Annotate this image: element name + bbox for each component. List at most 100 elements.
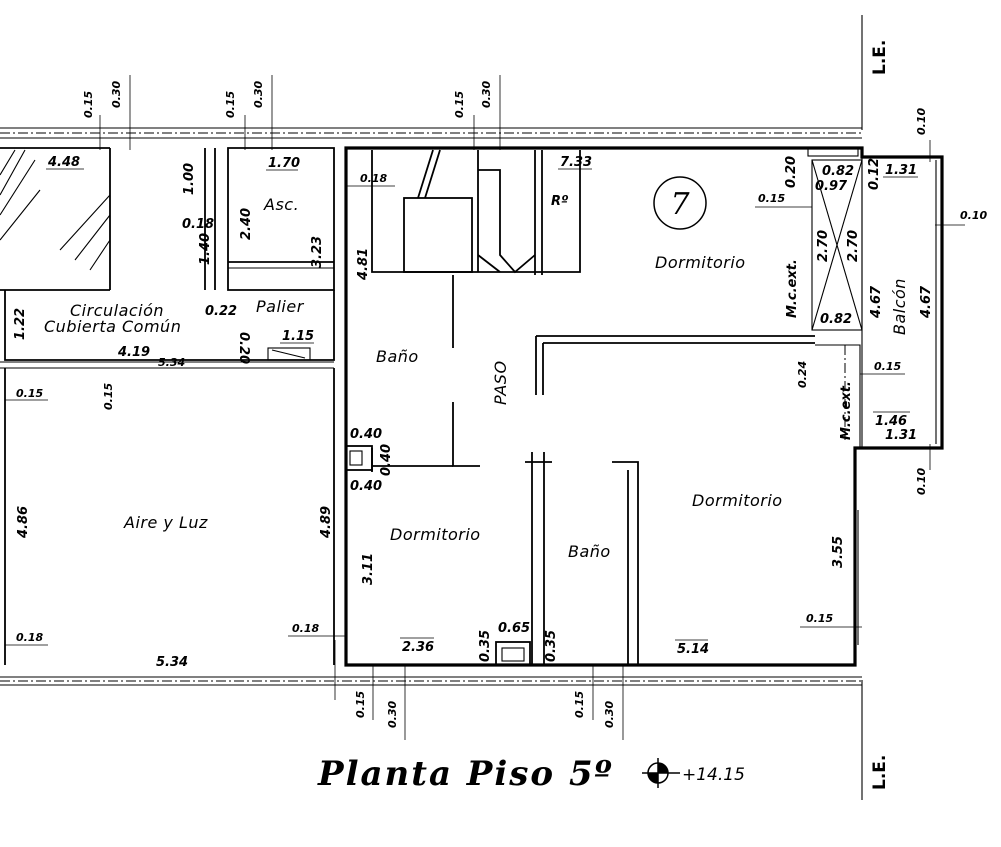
dim-bot-015b: 0.15 — [573, 691, 586, 718]
top-ticks — [99, 75, 624, 740]
dim-082a: 0.82 — [822, 164, 854, 179]
dim-015d: 0.15 — [874, 360, 901, 373]
dim-481: 4.81 — [356, 248, 371, 281]
window-line-left — [0, 361, 334, 369]
dim-015e: 0.15 — [806, 612, 833, 625]
dim-018d: 0.18 — [292, 622, 319, 635]
dim-040b: 0.40 — [379, 444, 394, 476]
dim-bot-015a: 0.15 — [354, 691, 367, 718]
stair-line-4 — [477, 254, 501, 273]
mc-ext-box — [811, 159, 863, 331]
shaft-bottom — [495, 641, 531, 666]
unit-number: 7 — [670, 187, 690, 222]
dim-020b: 0.20 — [236, 332, 251, 364]
dim-270b: 2.70 — [846, 230, 861, 262]
wall-bano-center-left — [531, 452, 545, 665]
dim-534a: 5.34 — [158, 356, 185, 369]
room-circulacion: Circulación — [70, 301, 164, 320]
left-stair-lines — [0, 149, 111, 271]
dim-240: 2.40 — [239, 208, 254, 240]
dim-top-015a: 0.15 — [82, 91, 95, 118]
dim-010a: 0.10 — [915, 108, 928, 135]
label-mc-ext-1: M.c.ext. — [785, 259, 800, 318]
le-label-bottom: L.E. — [870, 755, 890, 790]
shaft-wall — [204, 148, 216, 290]
dim-131a: 1.31 — [885, 163, 917, 178]
stair-landing — [403, 197, 473, 273]
wall-bano-center-right — [612, 461, 639, 665]
dim-514: 5.14 — [677, 642, 709, 657]
dim-035b: 0.35 — [544, 630, 559, 662]
dim-323: 3.23 — [310, 236, 325, 268]
dim-018a: 0.18 — [182, 217, 214, 232]
level-value: +14.15 — [682, 765, 745, 785]
dim-146: 1.46 — [875, 414, 907, 429]
dim-bot-030b: 0.30 — [603, 701, 616, 728]
dim-024: 0.24 — [796, 361, 809, 388]
stair-line-2 — [417, 149, 434, 199]
plan-title: Planta Piso 5º — [317, 754, 614, 794]
label-mc-ext-2: M.c.ext. — [839, 381, 854, 440]
room-balcon: Balcón — [890, 278, 909, 335]
dim-467a: 4.67 — [869, 285, 884, 319]
room-bano-center: Baño — [568, 542, 611, 561]
dim-018c: 0.18 — [16, 631, 43, 644]
unit-number-circle — [653, 176, 707, 230]
room-dormitorio-top: Dormitorio — [655, 253, 746, 272]
mc-ext-lower — [815, 344, 861, 448]
dim-018b: 0.18 — [360, 172, 387, 185]
dim-733: 7.33 — [560, 155, 592, 170]
room-paso: PASO — [491, 360, 510, 405]
palier-vent — [267, 347, 311, 361]
dim-012: 0.12 — [867, 158, 882, 190]
dim-top-030a: 0.30 — [110, 81, 123, 108]
top-vent — [807, 147, 859, 157]
left-core-walls — [0, 147, 111, 290]
room-cubierta-comun: Cubierta Común — [44, 317, 181, 336]
dim-010c: 0.10 — [915, 468, 928, 495]
dim-534b: 5.34 — [156, 655, 188, 670]
label-ventilation: Rº — [551, 194, 569, 209]
circulation-box — [4, 290, 335, 361]
shaft-left-inner — [349, 450, 363, 466]
shaft-bottom-inner — [501, 647, 525, 662]
room-aire-luz: Aire y Luz — [123, 513, 208, 532]
wall-corridor — [535, 335, 815, 395]
dim-082b: 0.82 — [820, 312, 852, 327]
dim-100: 1.00 — [182, 163, 197, 195]
dim-489: 4.89 — [319, 506, 334, 539]
dim-top-015b: 0.15 — [224, 91, 237, 118]
room-palier: Palier — [256, 297, 305, 316]
dim-040a: 0.40 — [350, 427, 382, 442]
mc-ext-cross-2 — [811, 159, 863, 331]
room-dormitorio-right: Dormitorio — [692, 491, 783, 510]
dim-015c: 0.15 — [102, 383, 115, 410]
level-marker-icon — [642, 758, 680, 788]
wall-bano-right-2 — [452, 402, 480, 467]
stair-line-1 — [424, 149, 441, 199]
dim-015a: 0.15 — [758, 192, 785, 205]
dim-065: 0.65 — [498, 621, 530, 636]
room-dormitorio-bottom: Dormitorio — [390, 525, 481, 544]
dim-140: 1.40 — [198, 233, 213, 265]
dim-top-015c: 0.15 — [453, 91, 466, 118]
dim-311: 3.11 — [361, 553, 376, 585]
dim-top-030b: 0.30 — [252, 81, 265, 108]
le-label-top: L.E. — [870, 40, 890, 75]
dim-010b: 0.10 — [960, 209, 987, 222]
room-bano-left: Baño — [376, 347, 419, 366]
dim-270a: 2.70 — [816, 230, 831, 262]
dim-035a: 0.35 — [478, 630, 493, 662]
dim-040c: 0.40 — [350, 479, 382, 494]
dim-020a: 0.20 — [784, 156, 799, 188]
dim-top-030c: 0.30 — [480, 81, 493, 108]
dim-467b: 4.67 — [919, 285, 934, 319]
stair-core — [371, 150, 581, 273]
dim-170: 1.70 — [268, 156, 300, 171]
dim-419: 4.19 — [117, 345, 150, 360]
dim-022: 0.22 — [205, 304, 237, 319]
dim-115: 1.15 — [282, 329, 314, 344]
dim-448: 4.48 — [47, 155, 80, 170]
dim-122: 1.22 — [13, 308, 28, 340]
